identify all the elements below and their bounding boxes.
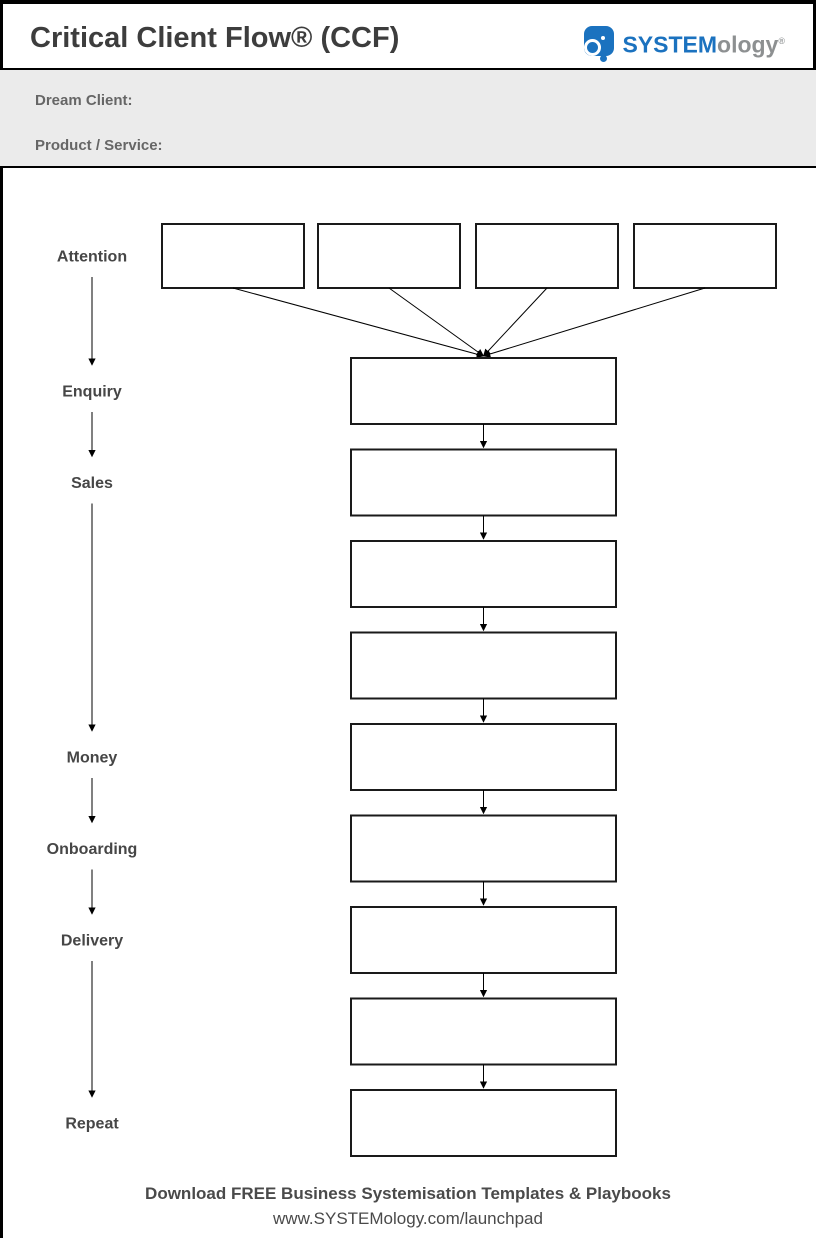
page-border-left [0,0,3,1238]
stage-label-attention: Attention [57,249,127,266]
converge-arrow-3 [482,287,548,357]
page-title: Critical Client Flow® (CCF) [30,22,400,54]
critical-client-flow-diagram: AttentionEnquirySalesMoneyOnboardingDeli… [47,223,777,1157]
chain-box-7 [350,906,617,974]
chain-box-9 [350,1089,617,1157]
chain-box-1 [350,357,617,425]
header: Critical Client Flow® (CCF) SYSTEMology® [3,4,813,68]
systemology-logo: SYSTEMology® [583,24,785,66]
attention-box-1 [161,223,305,289]
chain-box-6 [350,814,617,883]
stage-label-enquiry: Enquiry [62,384,122,401]
chain-box-5 [350,723,617,791]
stage-label-sales: Sales [71,475,113,492]
stage-label-money: Money [67,750,118,767]
footer-cta-text: Download FREE Business Systemisation Tem… [145,1184,671,1203]
attention-box-2 [317,223,461,289]
page-border-top [0,0,816,4]
converge-arrow-4 [482,287,706,358]
dream-client-label: Dream Client: [35,92,133,109]
chain-box-4 [350,631,617,700]
converge-arrow-2 [388,287,485,357]
converge-arrow-1 [232,287,485,358]
chain-box-3 [350,540,617,608]
attention-box-4 [633,223,777,289]
systemology-gear-icon [583,26,616,68]
footer-url-link[interactable]: www.SYSTEMology.com/launchpad [273,1209,543,1228]
chain-box-2 [350,448,617,517]
systemology-wordmark: SYSTEMology® [622,31,785,58]
footer: Download FREE Business Systemisation Tem… [0,1184,816,1229]
stage-label-repeat: Repeat [65,1116,119,1133]
client-info-band: Dream Client: Product / Service: [0,68,816,168]
stage-label-delivery: Delivery [61,933,123,950]
attention-box-3 [475,223,619,289]
product-service-label: Product / Service: [35,137,163,154]
stage-label-onboarding: Onboarding [47,841,138,858]
chain-box-8 [350,997,617,1066]
